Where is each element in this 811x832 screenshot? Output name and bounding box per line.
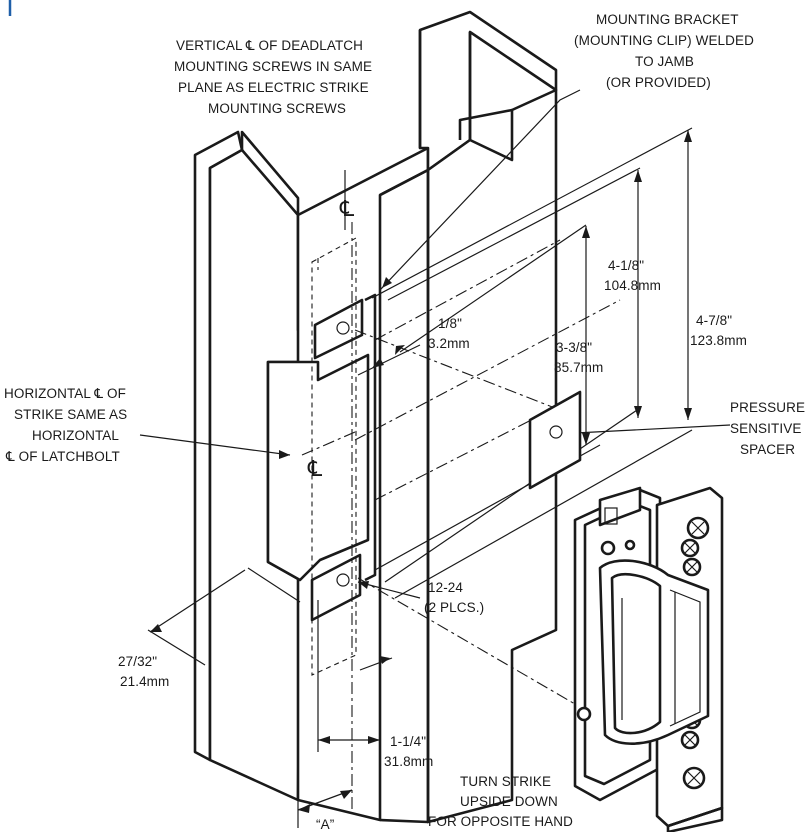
turn-strike-line-1: TURN STRIKE [460, 774, 551, 789]
dim-1-8-label: 1/8" 3.2mm [428, 316, 470, 351]
pressure-spacer-line-3: SPACER [740, 442, 795, 457]
mounting-clip-top [313, 298, 364, 360]
pressure-spacer-label: PRESSURE SENSITIVE SPACER [730, 400, 805, 457]
vertical-cl-line-2: MOUNTING SCREWS IN SAME [174, 59, 372, 74]
dimension-lines [147, 130, 692, 828]
dim-1-1-4-mm: 31.8mm [384, 754, 433, 769]
dim-27-32-mm: 21.4mm [120, 674, 169, 689]
horizontal-cl-label: HORIZONTAL ℄ OF STRIKE SAME AS HORIZONTA… [4, 386, 127, 464]
mounting-bracket-line-2: (MOUNTING CLIP) WELDED [574, 33, 754, 48]
door-jamb-frame [193, 10, 558, 824]
dim-4-1-8-mm: 104.8mm [604, 278, 661, 293]
horizontal-cl-line-4: ℄ OF LATCHBOLT [5, 449, 120, 464]
dim-1-8-mm: 3.2mm [428, 336, 470, 351]
pressure-spacer-line-2: SENSITIVE [730, 421, 801, 436]
vertical-cl-line-1: VERTICAL ℄ OF DEADLATCH [176, 38, 363, 53]
electric-strike [573, 486, 724, 832]
dim-3-3-8-label: 3-3/8" 85.7mm [554, 340, 603, 375]
dim-3-3-8-inch: 3-3/8" [556, 340, 592, 355]
horizontal-cl-line-1: HORIZONTAL ℄ OF [4, 386, 126, 401]
turn-strike-label: TURN STRIKE UPSIDE DOWN FOR OPPOSITE HAN… [428, 774, 573, 829]
horizontal-cl-line-3: HORIZONTAL [32, 428, 119, 443]
cl-symbol-top: ℄ [339, 196, 355, 221]
dim-4-7-8-inch: 4-7/8" [696, 313, 732, 328]
screw-spec-size: 12-24 [428, 580, 463, 595]
dim-1-1-4-inch: 1-1/4" [390, 734, 426, 749]
mounting-bracket-line-4: (OR PROVIDED) [606, 75, 711, 90]
dim-1-1-4-label: 1-1/4" 31.8mm [384, 734, 433, 769]
dim-27-32-label: 27/32" 21.4mm [118, 654, 169, 689]
dim-4-7-8-label: 4-7/8" 123.8mm [690, 313, 747, 348]
dim-a-label: “A” [316, 817, 334, 832]
vertical-cl-label: VERTICAL ℄ OF DEADLATCH MOUNTING SCREWS … [174, 38, 372, 116]
mounting-bracket-line-1: MOUNTING BRACKET [596, 12, 739, 27]
mounting-bracket-label: MOUNTING BRACKET (MOUNTING CLIP) WELDED … [574, 12, 754, 90]
cl-symbol-middle: ℄ [307, 456, 323, 481]
dim-27-32-inch: 27/32" [118, 654, 157, 669]
mounting-bracket-line-3: TO JAMB [635, 54, 694, 69]
mounting-clip-bottom [310, 553, 362, 622]
center-lines [301, 222, 356, 810]
screw-spec-count: (2 PLCS.) [424, 600, 484, 615]
dim-4-7-8-mm: 123.8mm [690, 333, 747, 348]
dim-4-1-8-inch: 4-1/8" [608, 258, 644, 273]
pressure-sensitive-spacer [528, 390, 582, 490]
vertical-cl-line-4: MOUNTING SCREWS [208, 101, 346, 116]
pressure-spacer-line-1: PRESSURE [730, 400, 805, 415]
dim-4-1-8-label: 4-1/8" 104.8mm [604, 258, 661, 293]
horizontal-cl-line-2: STRIKE SAME AS [14, 407, 127, 422]
deadlatch-outline [311, 237, 357, 676]
leader-lines [139, 89, 731, 599]
turn-strike-line-3: FOR OPPOSITE HAND [428, 814, 573, 829]
vertical-cl-line-3: PLANE AS ELECTRIC STRIKE [178, 80, 369, 95]
dim-3-3-8-mm: 85.7mm [554, 360, 603, 375]
turn-strike-line-2: UPSIDE DOWN [460, 794, 558, 809]
dim-1-8-inch: 1/8" [438, 316, 462, 331]
screw-spec-label: 12-24 (2 PLCS.) [424, 580, 484, 615]
